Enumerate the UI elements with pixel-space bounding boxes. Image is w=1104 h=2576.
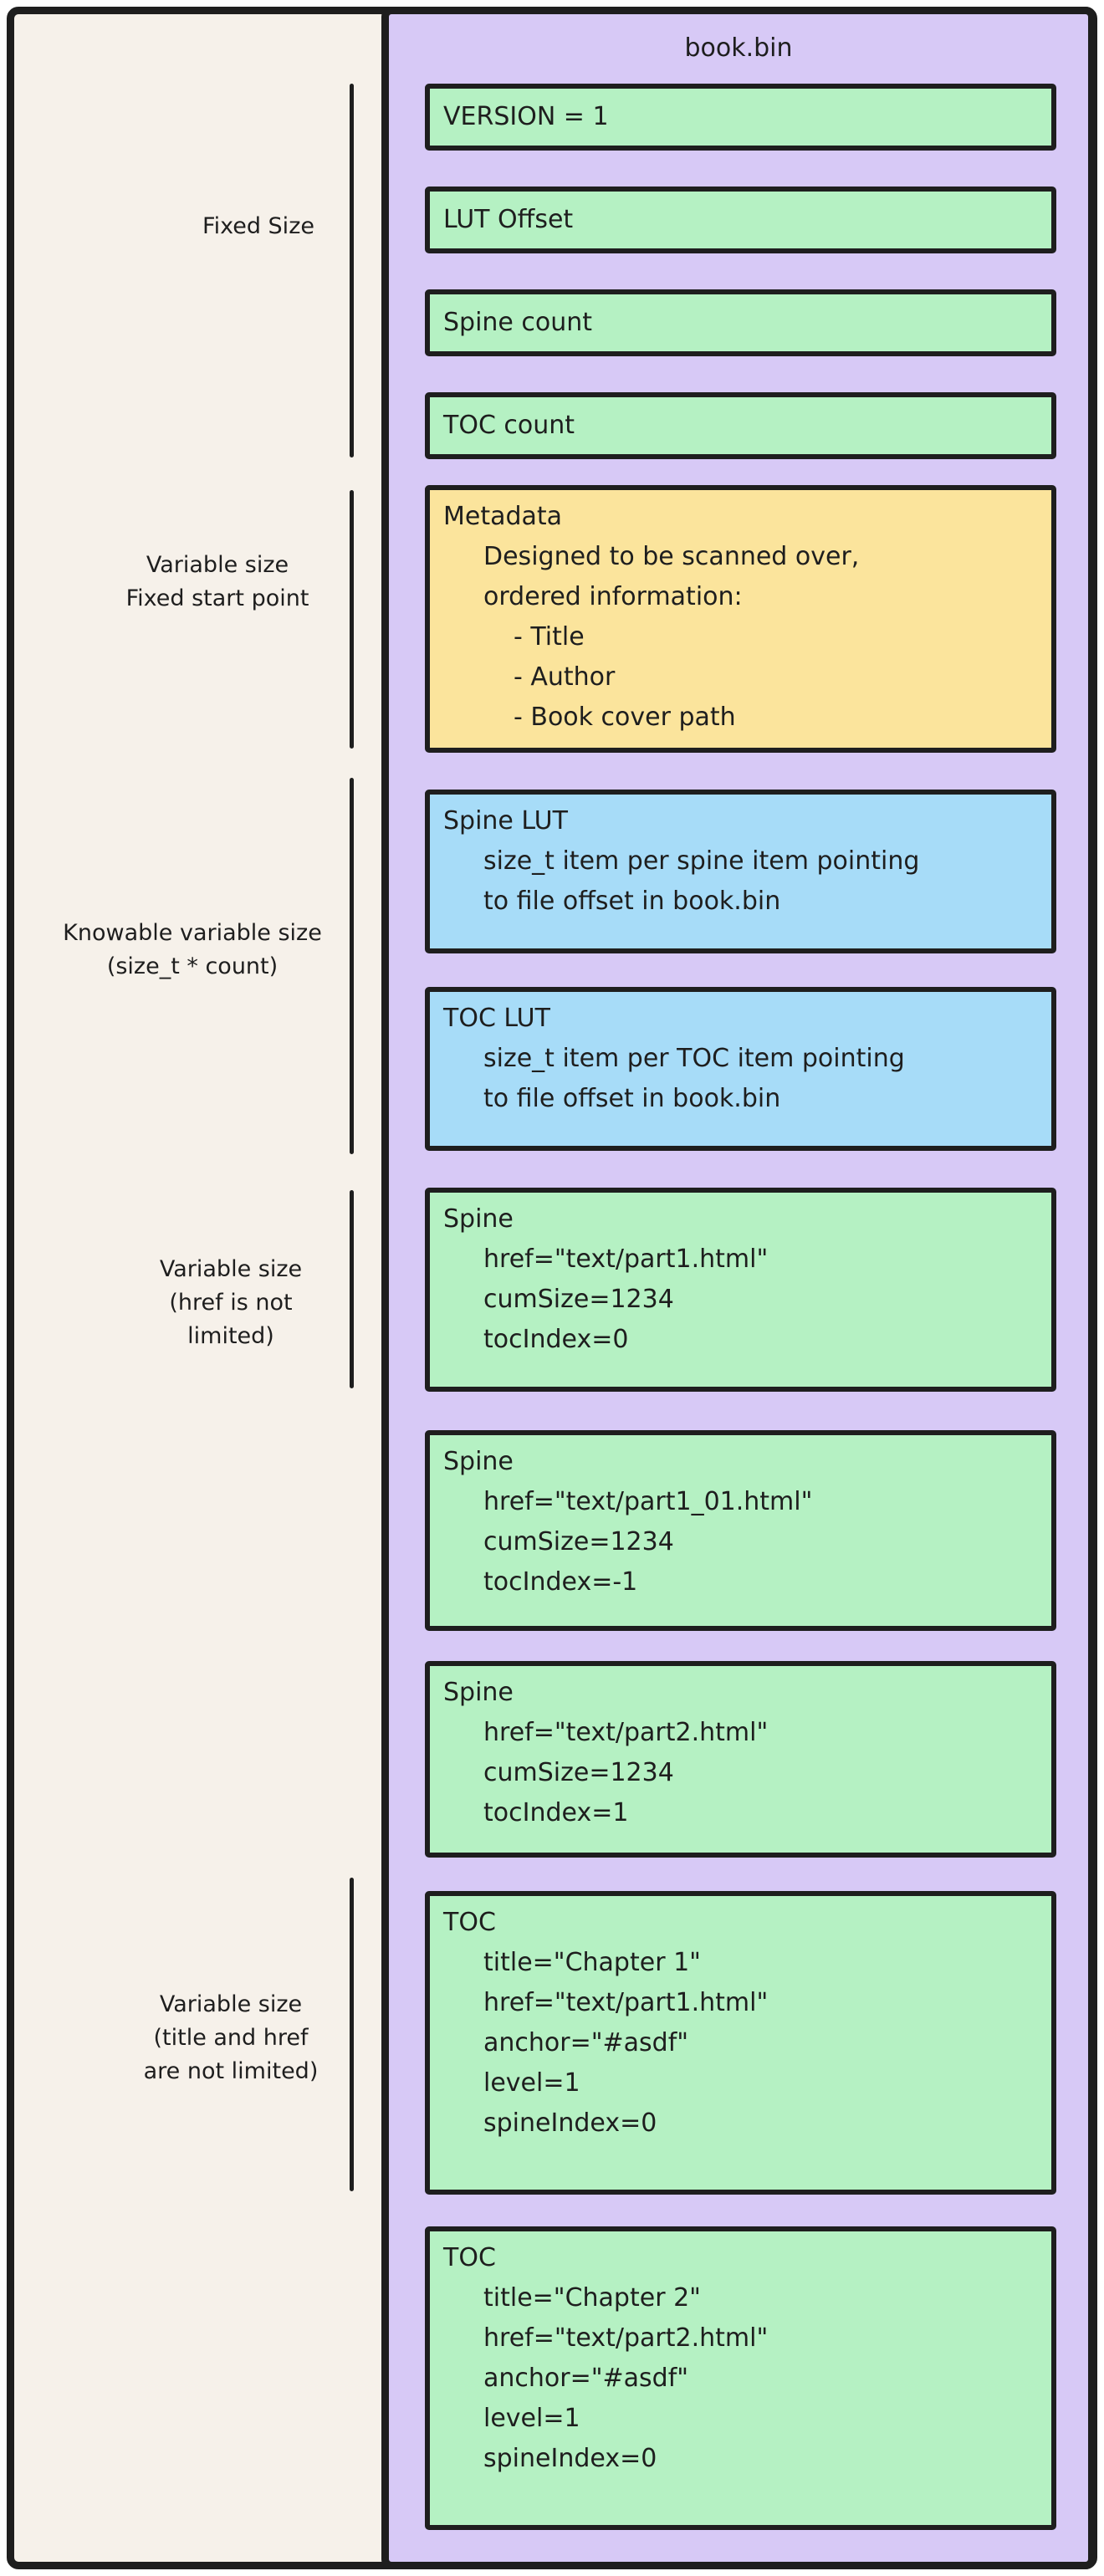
label-line: (title and href [153,2025,309,2051]
field-text: to file offset in book.bin [483,887,781,916]
field-text: Spine [443,1447,514,1476]
spine-entry-3-box: Spine href="text/part2.html" cumSize=123… [425,1661,1056,1858]
field-text: cumSize=1234 [483,1285,674,1314]
toc-lut-box: TOC LUT size_t item per TOC item pointin… [425,987,1056,1151]
field-text: spineIndex=0 [483,2108,657,2138]
field-text: size_t item per TOC item pointing [483,1044,905,1073]
label-line: Variable size [159,1256,303,1282]
label-line: (href is not [169,1290,293,1316]
field-text: href="text/part1_01.html" [483,1487,813,1516]
label-line: Fixed Size [202,213,314,239]
field-text: VERSION = 1 [443,102,609,131]
field-text: TOC count [443,411,575,440]
field-text: anchor="#asdf" [483,2028,689,2057]
spine-entry-1-box: Spine href="text/part1.html" cumSize=123… [425,1188,1056,1392]
label-line: (size_t * count) [106,953,279,979]
field-text: Spine [443,1204,514,1234]
bracket-variable-title-href [350,1878,354,2191]
field-text: Spine LUT [443,806,568,836]
field-text: anchor="#asdf" [483,2364,689,2393]
toc-entry-1-box: TOC title="Chapter 1" href="text/part1.h… [425,1891,1056,2195]
bracket-variable-fixed-start [350,490,354,749]
section-label-knowable-variable: Knowable variable size (size_t * count) [50,917,335,984]
spine-lut-box: Spine LUT size_t item per spine item poi… [425,790,1056,953]
field-text: TOC [443,1908,496,1937]
field-text: - Book cover path [514,703,736,732]
field-text: href="text/part1.html" [483,1988,769,2017]
field-text: href="text/part1.html" [483,1245,769,1274]
field-text: to file offset in book.bin [483,1084,781,1113]
field-text: Spine [443,1678,514,1707]
toc-entry-2-box: TOC title="Chapter 2" href="text/part2.h… [425,2226,1056,2530]
field-text: level=1 [483,2404,580,2433]
field-text: - Author [514,662,616,692]
field-box-spine-count: Spine count [425,289,1056,356]
field-text: tocIndex=0 [483,1325,629,1354]
spine-entry-2-box: Spine href="text/part1_01.html" cumSize=… [425,1430,1056,1631]
section-label-variable-fixed-start: Variable size Fixed start point [92,549,343,616]
label-line: Knowable variable size [63,920,322,946]
bracket-fixed-size [350,84,354,457]
field-text: title="Chapter 1" [483,1948,701,1977]
field-text: TOC [443,2243,496,2272]
metadata-box: Metadata Designed to be scanned over, or… [425,485,1056,753]
field-text: Spine count [443,308,593,337]
field-text: href="text/part2.html" [483,1718,769,1747]
field-box-lut-offset: LUT Offset [425,187,1056,253]
field-text: LUT Offset [443,205,574,234]
field-text: - Title [514,622,585,652]
field-text: title="Chapter 2" [483,2283,701,2313]
label-line: limited) [187,1323,274,1349]
label-line: Fixed start point [125,585,309,611]
label-line: are not limited) [143,2058,319,2084]
field-text: TOC LUT [443,1004,550,1033]
field-box-toc-count: TOC count [425,392,1056,459]
section-label-fixed-size: Fixed Size [133,210,384,243]
label-line: Variable size [159,1991,303,2017]
field-text: level=1 [483,2068,580,2098]
field-text: spineIndex=0 [483,2444,657,2473]
field-text: cumSize=1234 [483,1758,674,1787]
file-title: book.bin [684,33,793,63]
field-text: Designed to be scanned over, [483,542,860,571]
field-text: size_t item per spine item pointing [483,846,920,876]
field-text: tocIndex=1 [483,1798,629,1827]
field-text: tocIndex=-1 [483,1567,638,1597]
field-text: ordered information: [483,582,743,611]
field-text: href="text/part2.html" [483,2323,769,2353]
section-label-variable-title-href: Variable size (title and href are not li… [105,1988,356,2088]
bracket-knowable-variable [350,778,354,1154]
field-box-version: VERSION = 1 [425,84,1056,151]
bracket-variable-href [350,1190,354,1388]
section-label-variable-href: Variable size (href is not limited) [105,1253,356,1353]
field-text: Metadata [443,502,563,531]
label-line: Variable size [146,552,289,578]
field-text: cumSize=1234 [483,1527,674,1556]
